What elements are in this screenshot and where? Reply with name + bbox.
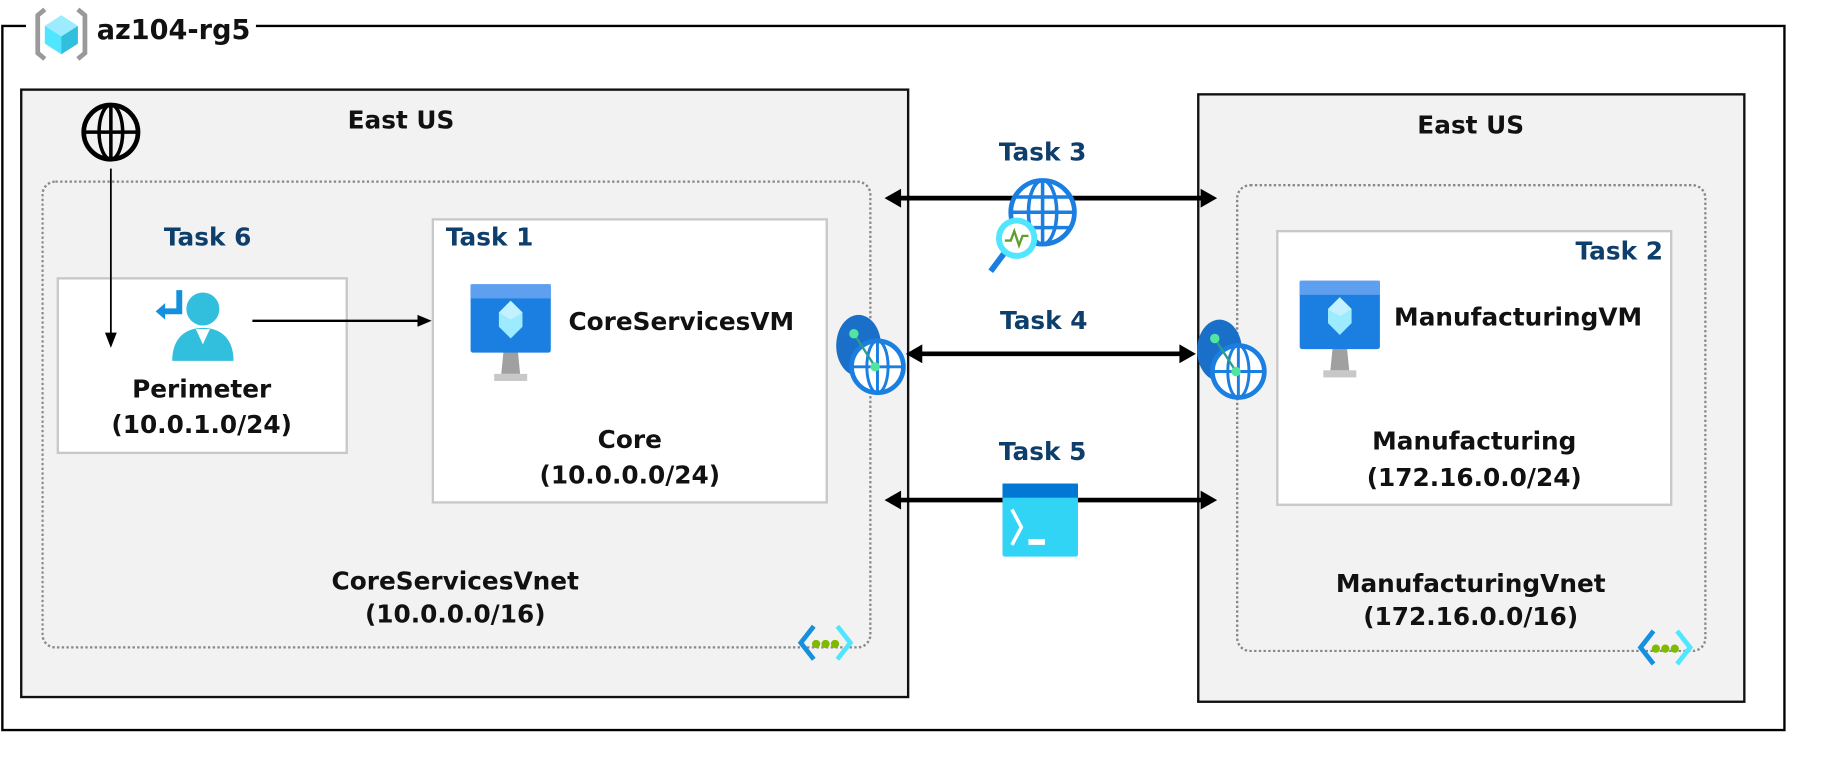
resource-group-name: az104-rg5 — [96, 15, 251, 46]
virtual-network-icon — [797, 624, 854, 661]
task-4-label: Task 4 — [1000, 306, 1088, 335]
subnet-cidr: (172.16.0.0/24) — [1366, 463, 1582, 492]
vnet-cidr: (172.16.0.0/16) — [1363, 602, 1579, 631]
vnet-cidr: (10.0.0.0/16) — [364, 600, 546, 629]
task-4-arrow — [905, 344, 1196, 364]
task-1-label: Task 1 — [445, 222, 534, 252]
region-left-label: East US — [347, 106, 455, 135]
vnet-peering-icon — [1197, 319, 1267, 400]
virtual-network-icon — [1637, 629, 1694, 666]
task-6-label: Task 6 — [163, 222, 252, 252]
vnet-name: ManufacturingVnet — [1335, 569, 1606, 598]
subnet-name: Perimeter — [132, 375, 272, 404]
vnet-manufacturing — [1236, 183, 1707, 653]
region-right-label: East US — [1417, 110, 1525, 140]
vnet-name: CoreServicesVnet — [331, 567, 579, 596]
vm-name: ManufacturingVM — [1394, 303, 1643, 332]
cloud-shell-icon — [1002, 483, 1078, 557]
subnet-core — [431, 218, 828, 504]
task-2-label: Task 2 — [1575, 237, 1663, 266]
subnet-name: Manufacturing — [1372, 426, 1577, 456]
resource-group-boundary — [1, 24, 1786, 732]
globe-icon — [81, 102, 141, 162]
vnet-core-services — [41, 180, 872, 649]
task-3-label: Task 3 — [998, 137, 1087, 167]
virtual-machine-icon — [470, 284, 551, 381]
route-table-user-icon — [155, 290, 234, 361]
subnet-cidr: (10.0.0.0/24) — [539, 461, 721, 490]
subnet-name: Core — [597, 425, 662, 455]
network-watcher-icon — [988, 178, 1077, 274]
virtual-machine-icon — [1299, 280, 1380, 378]
vnet-peering-icon — [836, 314, 906, 396]
vm-name: CoreServicesVM — [568, 307, 795, 337]
task-5-label: Task 5 — [998, 437, 1087, 466]
subnet-cidr: (10.0.1.0/24) — [111, 410, 292, 439]
resource-group-icon — [35, 7, 88, 61]
